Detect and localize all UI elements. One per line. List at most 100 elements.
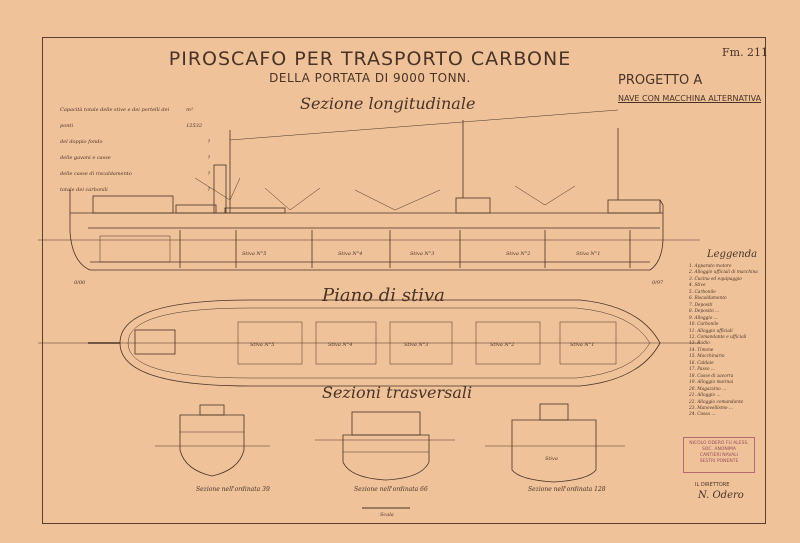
transverse-caption: Sezione nell'ordinata 66 bbox=[354, 486, 428, 493]
poop-house bbox=[92, 195, 174, 214]
legend-item: 4. Stive bbox=[689, 283, 706, 289]
scale-label: Scala bbox=[380, 512, 394, 518]
legend-item: 12. Comandante e ufficiali bbox=[689, 334, 747, 340]
note-row: Capacità totale delle stive e dei portel… bbox=[60, 102, 210, 134]
legend-list: 1. Apparato motore 2. Alloggio ufficiali… bbox=[689, 264, 758, 419]
note-value: ? bbox=[207, 155, 210, 161]
note-value: ? bbox=[207, 187, 210, 193]
section-house-mid bbox=[351, 411, 421, 436]
legend-item: 23. Manovellismo ... bbox=[689, 405, 733, 411]
note-row: delle casse di riscaldamento? bbox=[60, 166, 210, 182]
legend-item: 3. Cucina ed equipaggio bbox=[689, 276, 742, 282]
stamp-line: CANTIERI NAVALI bbox=[699, 453, 739, 458]
legend-item: 20. Magazzino ... bbox=[689, 386, 727, 392]
transverse-caption: Sezione nell'ordinata 128 bbox=[528, 486, 606, 493]
legend-title: Leggenda bbox=[707, 249, 758, 260]
drawing-border bbox=[42, 37, 766, 524]
hatch bbox=[559, 321, 617, 365]
hatch bbox=[389, 321, 453, 365]
hold-plan-label: Stiva N°2 bbox=[490, 342, 515, 348]
hold-plan-label: Stiva N°4 bbox=[328, 342, 353, 348]
note-label: delle casse di riscaldamento bbox=[60, 171, 132, 177]
legend-item: 21. Alloggio ... bbox=[689, 393, 721, 399]
engine-hatch bbox=[134, 329, 176, 355]
drawing-title: PIROSCAFO PER TRASPORTO CARBONE bbox=[168, 48, 572, 70]
section-transverse-heading: Sezioni trasversali bbox=[322, 383, 473, 402]
hold-plan: Stiva N°5 Stiva N°4 Stiva N°3 Stiva N°2 … bbox=[38, 299, 700, 387]
note-row: delle gavoni e casse? bbox=[60, 150, 210, 166]
legend-item: 19. Alloggio marinai bbox=[689, 380, 734, 386]
hold-plan-label: Stiva N°5 bbox=[250, 342, 275, 348]
midship-house bbox=[224, 207, 286, 214]
note-row: totale dei carbonili? bbox=[60, 182, 210, 198]
deck-outline bbox=[119, 299, 661, 387]
legend-item: 10. Carbonile bbox=[689, 322, 719, 328]
hold-label: Stiva N°5 bbox=[242, 251, 267, 257]
project-subtitle: NAVE CON MACCHINA ALTERNATIVA bbox=[618, 94, 762, 103]
legend-item: 2. Alloggio ufficiali di macchina bbox=[689, 270, 758, 276]
transverse-hold-label: Stiva bbox=[545, 456, 558, 462]
cargo-derricks bbox=[194, 177, 576, 211]
note-value: ? bbox=[207, 139, 210, 145]
stamp-line: NICOLO ODERO FU ALESS. bbox=[689, 441, 749, 446]
note-label: del doppio fondo bbox=[60, 139, 103, 145]
legend-item: 24. Cassa ... bbox=[689, 412, 716, 418]
legend-item: 17. Passo ... bbox=[689, 367, 715, 373]
hold-plan-label: Stiva N°1 bbox=[570, 342, 595, 348]
hold-label: Stiva N°3 bbox=[410, 251, 435, 257]
engine-room bbox=[99, 235, 171, 263]
hatch bbox=[237, 321, 303, 365]
transverse-sections: Stiva Scala bbox=[155, 403, 625, 518]
section-casing-aft bbox=[199, 404, 225, 416]
legend-item: 7. Depositi bbox=[689, 302, 713, 308]
section-longitudinal-heading: Sezione longitudinale bbox=[300, 94, 476, 113]
legend-item: 16. Caldaie bbox=[689, 360, 714, 366]
hold-label: Stiva N°4 bbox=[338, 251, 363, 257]
transverse-caption: Sezione nell'ordinata 39 bbox=[196, 486, 270, 493]
section-hatch-fore bbox=[539, 403, 569, 421]
drawing-subtitle: DELLA PORTATA DI 9000 TONN. bbox=[269, 71, 471, 85]
legend-item: 14. Timone bbox=[689, 347, 714, 353]
capacity-notes: Capacità totale delle stive e dei portel… bbox=[60, 102, 210, 198]
legend-item: 15. Macchinario bbox=[689, 354, 725, 360]
longitudinal-section: Stiva N°5 Stiva N°4 Stiva N°3 Stiva N°2 … bbox=[38, 109, 700, 286]
note-value: ? bbox=[207, 171, 210, 177]
section-hull-fore bbox=[511, 419, 597, 483]
hatch bbox=[315, 321, 377, 365]
hold-label: Stiva N°2 bbox=[506, 251, 531, 257]
note-label: Capacità totale delle stive e dei portel… bbox=[60, 107, 170, 129]
legend-item: 6. Riscaldamento bbox=[689, 296, 727, 302]
legend-item: 5. Carbonile bbox=[689, 289, 716, 295]
section-hold-plan-heading: Piano di stiva bbox=[322, 285, 445, 306]
legend-item: 9. Alloggio ... bbox=[689, 315, 718, 321]
note-label: delle gavoni e casse bbox=[60, 155, 111, 161]
stamp-line: SOC. ANONIMA bbox=[701, 447, 737, 452]
project-label: PROGETTO A bbox=[618, 73, 703, 88]
legend-item: 8. Deposito ... bbox=[689, 309, 720, 315]
deck-inner-outline bbox=[127, 307, 651, 379]
note-label: totale dei carbonili bbox=[60, 187, 108, 193]
antenna-stay bbox=[229, 109, 619, 141]
funnel bbox=[213, 164, 227, 214]
engine-casing bbox=[175, 204, 217, 214]
legend-item: 13. Radio bbox=[689, 341, 710, 347]
note-value: m³ 12532 bbox=[186, 107, 202, 129]
legend-item: 11. Alloggio ufficiali bbox=[689, 328, 733, 334]
note-row: del doppio fondo? bbox=[60, 134, 210, 150]
hold-label: Stiva N°1 bbox=[576, 251, 601, 257]
shipyard-stamp: NICOLO ODERO FU ALESS. SOC. ANONIMA CANT… bbox=[683, 437, 755, 473]
signature-label: IL DIRETTORE bbox=[695, 482, 730, 488]
hatch bbox=[475, 321, 541, 365]
section-hull-aft bbox=[179, 414, 245, 477]
frame-mark-fore: 0/97 bbox=[652, 280, 664, 286]
legend-item: 18. Casse di zavorra bbox=[689, 373, 734, 379]
sheet-number: Fm. 211 bbox=[722, 46, 769, 59]
forecastle bbox=[607, 199, 661, 214]
legend-item: 22. Alloggio comandante bbox=[689, 399, 744, 405]
section-hull-mid bbox=[342, 434, 430, 481]
legend-item: 1. Apparato motore bbox=[689, 264, 732, 269]
hold-plan-label: Stiva N°3 bbox=[404, 342, 429, 348]
frame-mark-aft: 0/00 bbox=[74, 280, 86, 286]
